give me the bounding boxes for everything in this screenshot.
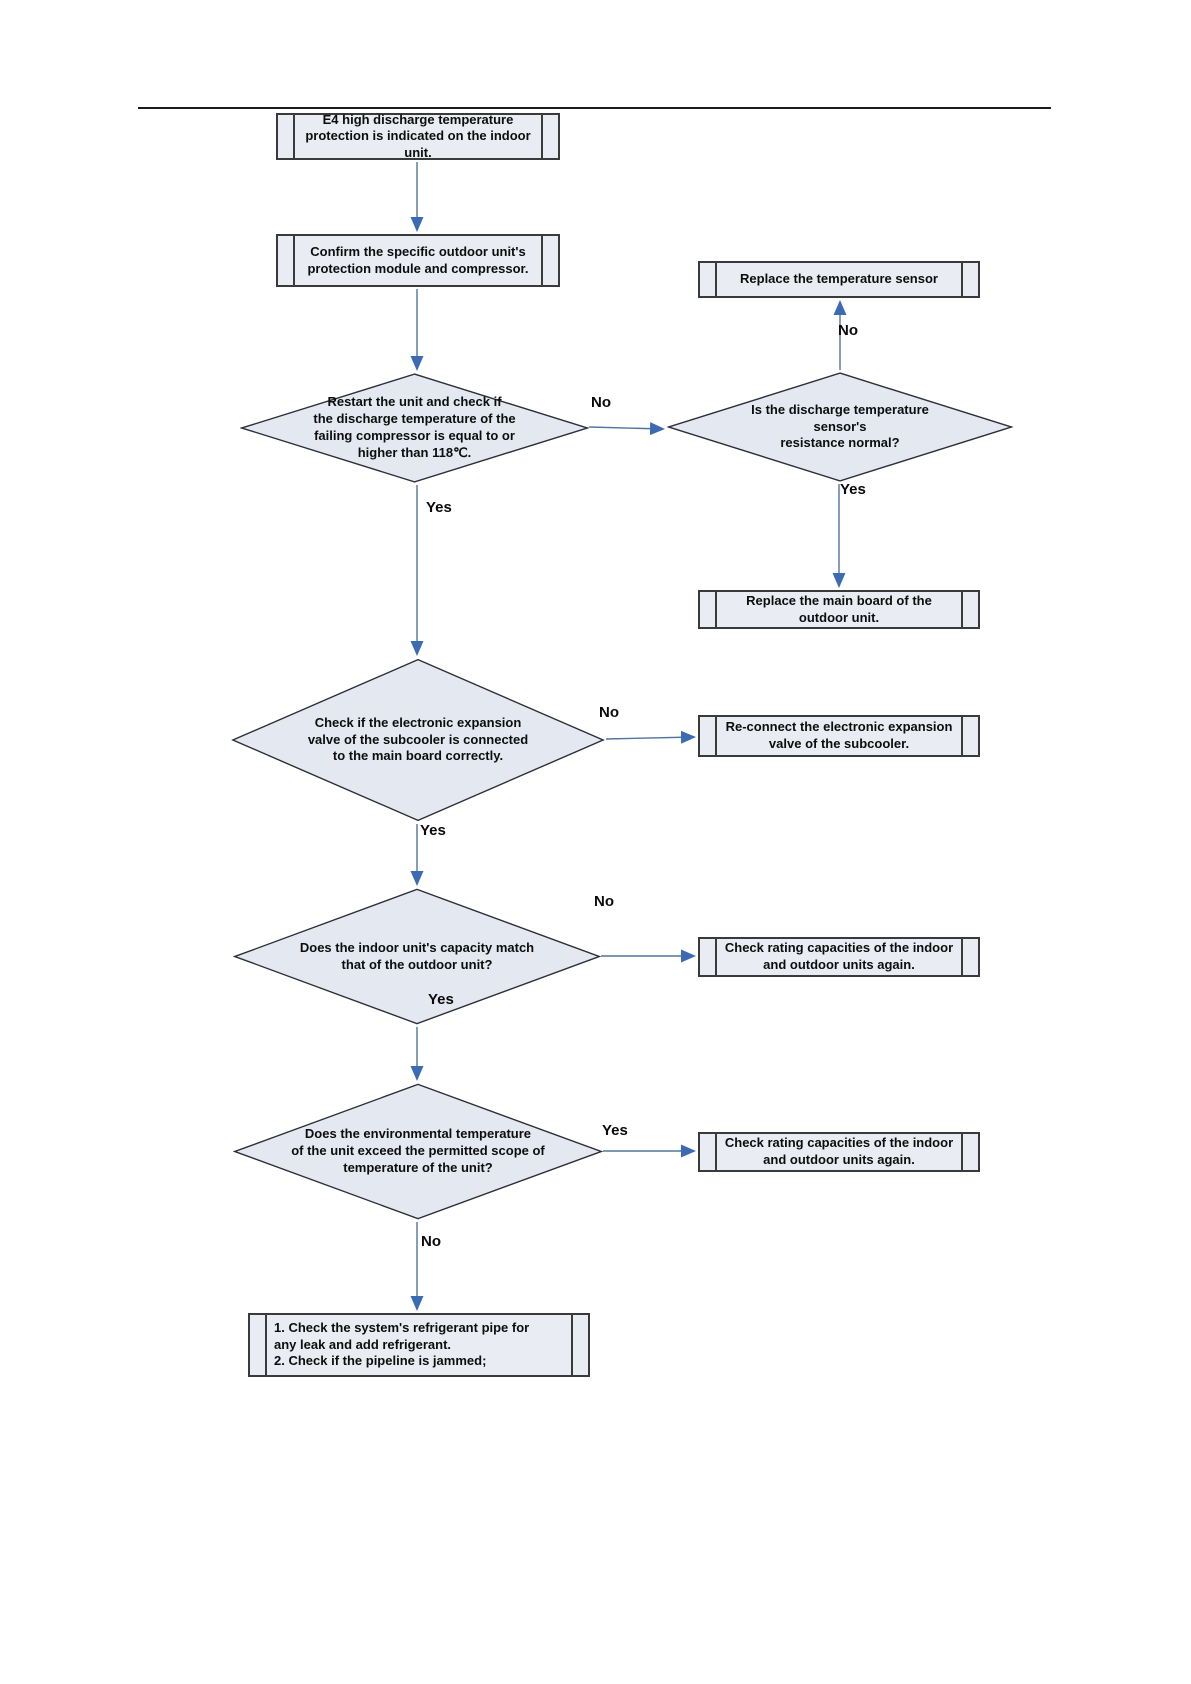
process-bar (541, 115, 543, 158)
flow-node-replace-main-board-label: Replace the main board of the outdoor un… (746, 592, 932, 625)
flow-node-check-rating-2-label: Check rating capacities of the indoor an… (724, 1135, 954, 1167)
edge-label-sensor-no: No (838, 322, 858, 339)
process-bar (961, 939, 963, 975)
flow-decision-sensor-resistance: Is the discharge temperature sensor's re… (667, 372, 1013, 482)
edge-label-env-yes: Yes (602, 1122, 628, 1139)
flow-node-confirm: Confirm the specific outdoor unit's prot… (276, 234, 560, 287)
process-bar (541, 236, 543, 285)
edge-label-eev-yes: Yes (420, 822, 446, 839)
process-bar (571, 1315, 573, 1375)
flow-node-start-label: E4 high discharge temperature protection… (305, 111, 531, 160)
edge-label-sensor-yes: Yes (840, 481, 866, 498)
process-bar (961, 717, 963, 755)
flow-node-final-label: 1. Check the system's refrigerant pipe f… (274, 1320, 530, 1369)
flow-decision-eev-connected-label: Check if the electronic expansion valve … (307, 714, 529, 764)
connector-eev-no-reconnect (605, 730, 696, 744)
process-bar (715, 1134, 717, 1170)
process-bar (715, 592, 717, 627)
flow-decision-capacity-match-label: Does the indoor unit's capacity match th… (299, 939, 535, 972)
top-rule (138, 107, 1051, 109)
edge-label-restart-yes: Yes (426, 499, 452, 516)
process-bar (961, 263, 963, 296)
process-bar (961, 592, 963, 627)
flow-node-check-rating-2: Check rating capacities of the indoor an… (698, 1132, 980, 1172)
diamond-shape (231, 658, 605, 822)
process-bar (961, 1134, 963, 1170)
edge-label-capacity-yes: Yes (428, 991, 454, 1008)
flow-decision-restart-check-label: Restart the unit and check if the discha… (313, 394, 516, 460)
process-bar (715, 263, 717, 296)
flow-node-check-rating-1-label: Check rating capacities of the indoor an… (724, 940, 954, 972)
flow-node-confirm-label: Confirm the specific outdoor unit's prot… (307, 243, 529, 276)
flow-decision-env-temp-label: Does the environmental temperature of th… (291, 1126, 545, 1175)
flow-decision-eev-connected: Check if the electronic expansion valve … (231, 658, 605, 822)
flow-node-replace-sensor-label: Replace the temperature sensor (740, 271, 938, 287)
edge-label-eev-no: No (599, 704, 619, 721)
diamond-shape (233, 888, 601, 1025)
flow-node-final: 1. Check the system's refrigerant pipe f… (248, 1313, 590, 1377)
process-bar (715, 717, 717, 755)
process-bar (293, 236, 295, 285)
diamond-shape (667, 372, 1013, 482)
diamond-shape (233, 1083, 603, 1220)
process-bar (265, 1315, 267, 1375)
flow-node-reconnect-eev-label: Re-connect the electronic expansion valv… (725, 719, 953, 751)
flow-decision-capacity-match: Does the indoor unit's capacity match th… (233, 888, 601, 1025)
edge-label-env-no: No (421, 1233, 441, 1250)
flow-decision-restart-check: Restart the unit and check if the discha… (240, 373, 589, 483)
flow-node-replace-sensor: Replace the temperature sensor (698, 261, 980, 298)
process-bar (715, 939, 717, 975)
process-bar (293, 115, 295, 158)
diamond-shape (240, 373, 589, 483)
edge-label-restart-no: No (591, 394, 611, 411)
flow-decision-env-temp: Does the environmental temperature of th… (233, 1083, 603, 1220)
flow-node-check-rating-1: Check rating capacities of the indoor an… (698, 937, 980, 977)
flow-node-reconnect-eev: Re-connect the electronic expansion valv… (698, 715, 980, 757)
flow-decision-sensor-resistance-label: Is the discharge temperature sensor's re… (751, 401, 929, 451)
flow-node-replace-main-board: Replace the main board of the outdoor un… (698, 590, 980, 629)
edge-label-capacity-no: No (594, 893, 614, 910)
flow-node-start: E4 high discharge temperature protection… (276, 111, 560, 160)
connector-restart-no-sensor (588, 422, 665, 436)
